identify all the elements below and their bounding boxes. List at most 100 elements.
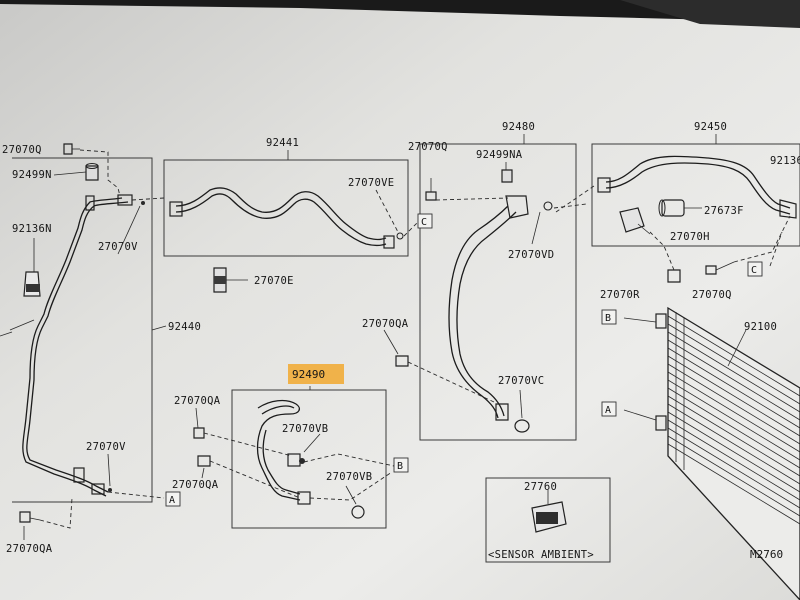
switch-92136n-band bbox=[26, 284, 40, 292]
leader-27070ve bbox=[375, 189, 399, 233]
label-27070e: 27070E bbox=[254, 275, 294, 287]
hose-92490-edge bbox=[261, 405, 301, 495]
leader-92440-92441 bbox=[131, 197, 165, 201]
fitting-92450-left bbox=[597, 177, 611, 193]
leader-92440 bbox=[151, 325, 167, 331]
highlight-92490 bbox=[288, 364, 344, 384]
svg-text:C: C bbox=[751, 265, 757, 276]
label-27070vb-2: 27070VB bbox=[326, 471, 372, 483]
label-27070qa-2: 27070QA bbox=[172, 479, 219, 491]
leader-a-92440 bbox=[107, 491, 165, 499]
fitting-92480-top bbox=[505, 195, 529, 219]
fitting-lower bbox=[73, 467, 85, 483]
fitting-92480-bottom bbox=[495, 403, 509, 421]
pipe-92450 bbox=[605, 155, 791, 209]
leader-27070q-mid bbox=[435, 197, 509, 201]
label-92440: 92440 bbox=[168, 321, 201, 333]
leader-27070vd bbox=[531, 211, 541, 245]
label-27070r: 27070R bbox=[600, 289, 640, 301]
label-92480: 92480 bbox=[502, 121, 535, 133]
leader-27070qa-bl bbox=[39, 497, 73, 529]
seal-27070vd bbox=[543, 201, 553, 211]
pipe-92441 bbox=[175, 187, 387, 241]
hose-92440-edge bbox=[22, 197, 123, 497]
label-27070vd: 27070VD bbox=[508, 249, 554, 261]
bracket-27070e-band bbox=[214, 276, 226, 284]
hose-92440-stub bbox=[9, 319, 35, 331]
bolt-27070qa-bl bbox=[19, 511, 31, 523]
box-92490 bbox=[231, 389, 387, 529]
cap-92499na bbox=[501, 169, 513, 183]
bolt-27070qa-2 bbox=[197, 455, 211, 467]
label-27673f: 27673F bbox=[704, 205, 744, 217]
seal-27070ve bbox=[396, 232, 404, 240]
leader-92499n bbox=[53, 171, 87, 176]
leader-27070v-2 bbox=[107, 453, 111, 487]
pipe-92441-edge bbox=[175, 193, 387, 247]
ref-tag-a-92440: A bbox=[165, 491, 181, 507]
leader-27070qa-mid bbox=[407, 361, 495, 403]
hose-92490 bbox=[256, 399, 301, 501]
sensor-ambient-27760 bbox=[531, 490, 567, 533]
label-27070ve: 27070VE bbox=[348, 177, 394, 189]
label-27070vc: 27070VC bbox=[498, 375, 544, 387]
bolt-27070q-right-shank bbox=[715, 261, 735, 271]
leader-vd-92450 bbox=[555, 185, 595, 213]
leader-27070qa-mid-line bbox=[383, 329, 399, 355]
leader-27070q-right bbox=[733, 215, 791, 263]
leader-27070r bbox=[649, 231, 675, 271]
svg-text:A: A bbox=[169, 495, 175, 506]
hose-92480 bbox=[448, 205, 509, 419]
label-92136-cut: 92136 bbox=[770, 155, 800, 167]
hose-92480-edge bbox=[456, 211, 517, 417]
leader-27070qa-2-line bbox=[201, 467, 205, 479]
hose-92440-stub2 bbox=[0, 331, 13, 337]
label-92450: 92450 bbox=[694, 121, 727, 133]
leader-a-cond bbox=[623, 409, 657, 421]
svg-text:B: B bbox=[605, 313, 611, 324]
label-27070v-2: 27070V bbox=[86, 441, 126, 453]
bolt-27070qa-1 bbox=[193, 427, 205, 439]
leader-27070vb-2 bbox=[345, 485, 357, 505]
leader-92441-c bbox=[403, 221, 419, 237]
box-sensor-ambient bbox=[485, 477, 611, 563]
fitting-92441-right bbox=[383, 235, 395, 249]
label-27070q-right: 27070Q bbox=[692, 289, 732, 301]
label-92100: 92100 bbox=[744, 321, 777, 333]
label-27070qa-bl: 27070QA bbox=[6, 543, 53, 555]
cap-92499n bbox=[85, 165, 99, 181]
leader-92480-92450 bbox=[553, 203, 587, 209]
fitting-lower-end bbox=[91, 483, 105, 495]
label-92136n: 92136N bbox=[12, 223, 52, 235]
label-92441: 92441 bbox=[266, 137, 299, 149]
nut-27070r bbox=[667, 269, 681, 283]
leader-92450-c bbox=[769, 231, 783, 267]
screen-bezel-corner bbox=[620, 0, 800, 28]
svg-text:B: B bbox=[397, 461, 403, 472]
ref-tag-c-92441: C bbox=[417, 213, 433, 229]
label-27070qa-1: 27070QA bbox=[174, 395, 221, 407]
bolt-27070q-right bbox=[705, 265, 717, 275]
label-92490: 92490 bbox=[292, 368, 325, 381]
leader-27070qa-1-line bbox=[195, 407, 199, 429]
label-27070q-tl: 27070Q bbox=[2, 144, 42, 156]
fitting-92499n-seat bbox=[85, 195, 95, 211]
ref-tag-b-92490: B bbox=[393, 457, 409, 473]
label-92499n: 92499N bbox=[12, 169, 52, 181]
pipe-92450-edge bbox=[605, 162, 791, 215]
label-92499na: 92499NA bbox=[476, 149, 523, 161]
cap-92499n-top bbox=[85, 163, 99, 169]
label-sensor-ambient: <SENSOR AMBIENT> bbox=[488, 549, 594, 561]
box-92480 bbox=[419, 143, 577, 441]
condenser-92100 bbox=[655, 306, 800, 600]
svg-text:C: C bbox=[421, 217, 427, 228]
leader-92490-b2 bbox=[309, 471, 393, 501]
leader-27070vb-1 bbox=[303, 433, 321, 453]
label-27070h: 27070H bbox=[670, 231, 710, 243]
svg-text:A: A bbox=[605, 405, 611, 416]
leader-92490-b bbox=[303, 453, 395, 467]
label-27070vb-1: 27070VB bbox=[282, 423, 328, 435]
